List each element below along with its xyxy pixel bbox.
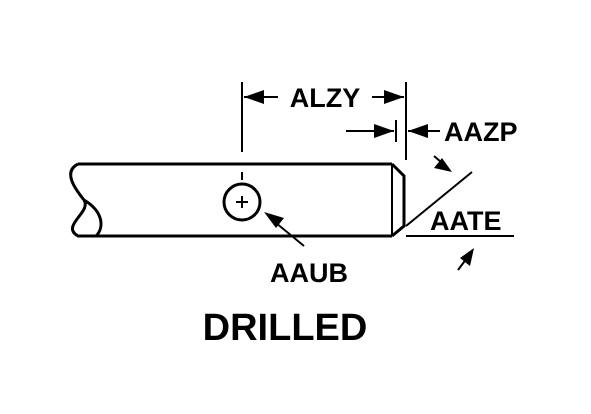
aaub-arrowhead [264,212,284,228]
aaub-label: AAUB [270,258,348,288]
alzy-dimension: ALZY [241,82,407,180]
hole-center-mark [236,196,248,208]
aazp-label: AAZP [444,117,518,147]
shaft-chamfer-end [390,162,406,238]
hole-circle [222,182,262,222]
diagram-caption: DRILLED [203,307,368,349]
aate-arrow-lower [460,248,474,266]
aate-dimension: AATE [405,155,514,271]
aazp-arrow-left [374,124,394,138]
aazp-dimension: AAZP [346,117,518,147]
alzy-arrow-left [244,90,264,104]
shaft-break-outer [69,162,96,238]
alzy-label: ALZY [290,83,361,113]
aaub-dimension: AAUB [264,212,348,288]
aazp-arrow-right [408,124,428,138]
aate-arrow-upper [434,158,452,172]
aate-chamfer-line [405,171,473,227]
shaft-break-inner [83,198,103,238]
alzy-arrow-right [384,90,404,104]
aate-label: AATE [430,206,502,236]
drilled-hole [222,182,262,222]
shaft [69,162,406,238]
